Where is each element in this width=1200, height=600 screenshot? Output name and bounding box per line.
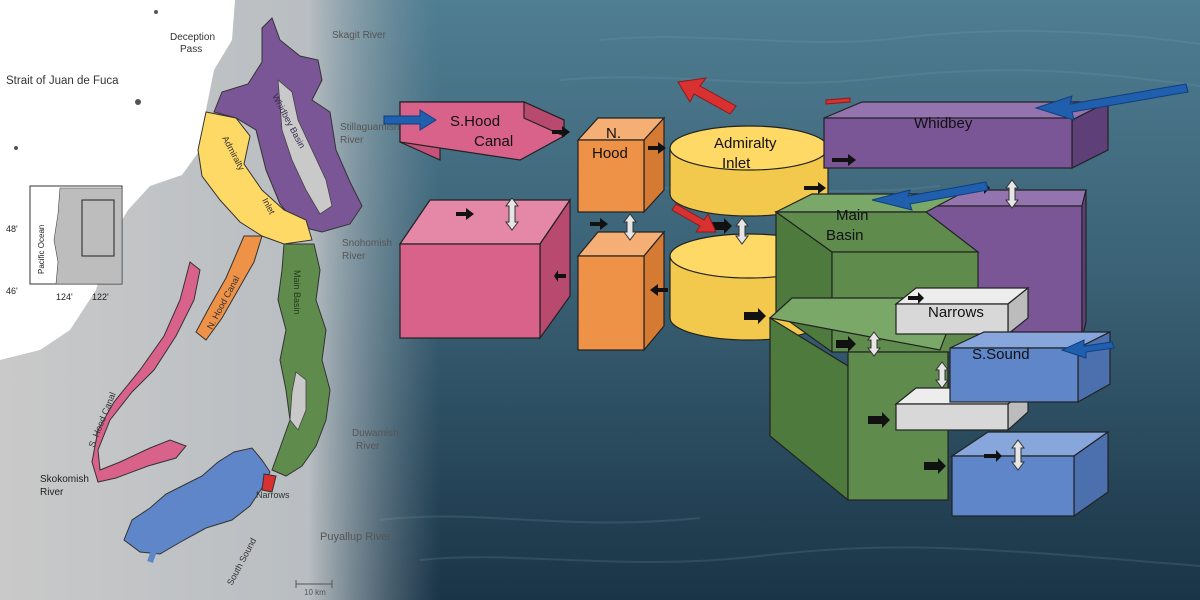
map-panel: 48' 46' 124' 122' Pacific Ocean Strait o… <box>0 0 440 600</box>
admiralty-inlet-region <box>197 111 313 245</box>
admiralty-label-1: Admiralty <box>714 135 777 152</box>
main-basin-map-label: Main Basin <box>292 270 302 315</box>
n-hood-label-2: Hood <box>592 145 628 162</box>
s-hood-label-1: S.Hood <box>450 113 500 130</box>
skokomish-label: Skokomish <box>40 474 89 485</box>
main-basin-label-2: Basin <box>826 227 864 244</box>
south-sound-lower-box <box>950 430 1110 518</box>
s-hood-canal-region <box>91 261 201 483</box>
box-model-diagram: S.Hood Canal N. Hood Admiralty <box>383 77 1189 518</box>
exchange-arrows <box>456 126 1002 474</box>
n-hood-lower-box <box>576 230 666 352</box>
inset-ocean-label: Pacific Ocean <box>37 225 46 274</box>
n-hood-label-1: N. <box>606 125 621 142</box>
inset-lon-122: 122' <box>92 292 109 302</box>
vertical-exchange-arrows <box>505 179 1025 471</box>
main-basin-label-1: Main <box>836 207 869 224</box>
n-hood-canal-region <box>195 235 263 341</box>
inset-highlight-box <box>81 199 115 257</box>
scale-bar: 10 km <box>295 580 333 597</box>
inset-lat-46: 46' <box>6 286 18 296</box>
narrows-label: Narrows <box>928 304 984 321</box>
s-hood-lower-box <box>398 198 572 340</box>
stillaguamish-label: Stillaguamish <box>340 122 399 133</box>
inset-lon-124: 124' <box>56 292 73 302</box>
whidbey-island-shape <box>277 79 333 215</box>
island <box>154 10 158 14</box>
whidbey-upper-box: Whidbey <box>823 101 1109 169</box>
puyallup-label: Puyallup River <box>320 531 391 543</box>
n-hood-upper-box: N. Hood <box>576 116 666 214</box>
pass-label: Pass <box>180 44 202 55</box>
south-sound-inlets <box>130 459 240 564</box>
s-hood-label-2: Canal <box>474 133 513 150</box>
narrows-upper-slab: Narrows <box>894 286 1030 336</box>
inset-coast <box>53 187 123 285</box>
narrows-region <box>261 473 277 493</box>
duwamish-label: Duwamish <box>352 428 399 439</box>
main-basin-region <box>271 243 331 477</box>
deception-label: Deception <box>170 32 215 43</box>
island <box>135 99 141 105</box>
skagit-label: Skagit River <box>332 30 387 41</box>
skokomish-river-label: River <box>40 487 64 498</box>
whidbey-label: Whidbey <box>914 115 973 132</box>
river-inflow-arrows <box>383 83 1189 359</box>
stillaguamish-river-label: River <box>340 135 364 146</box>
strait-label: Strait of Juan de Fuca <box>6 75 119 87</box>
s-sound-label: S.Sound <box>972 346 1030 363</box>
duwamish-river-label: River <box>356 441 380 452</box>
snohomish-river-label: River <box>342 251 366 262</box>
snohomish-label: Snohomish <box>342 238 392 249</box>
admiralty-label-2: Inlet <box>722 155 751 172</box>
inset-lat-48: 48' <box>6 224 18 234</box>
island <box>14 146 18 150</box>
inset-map: 48' 46' 124' 122' Pacific Ocean <box>6 185 123 302</box>
vashon-island <box>289 371 307 431</box>
ocean-outflow-arrows <box>671 77 851 233</box>
scale-bar-label: 10 km <box>304 588 326 597</box>
narrows-map-label: Narrows <box>256 490 290 500</box>
south-sound-upper-box: S.Sound <box>949 331 1111 404</box>
